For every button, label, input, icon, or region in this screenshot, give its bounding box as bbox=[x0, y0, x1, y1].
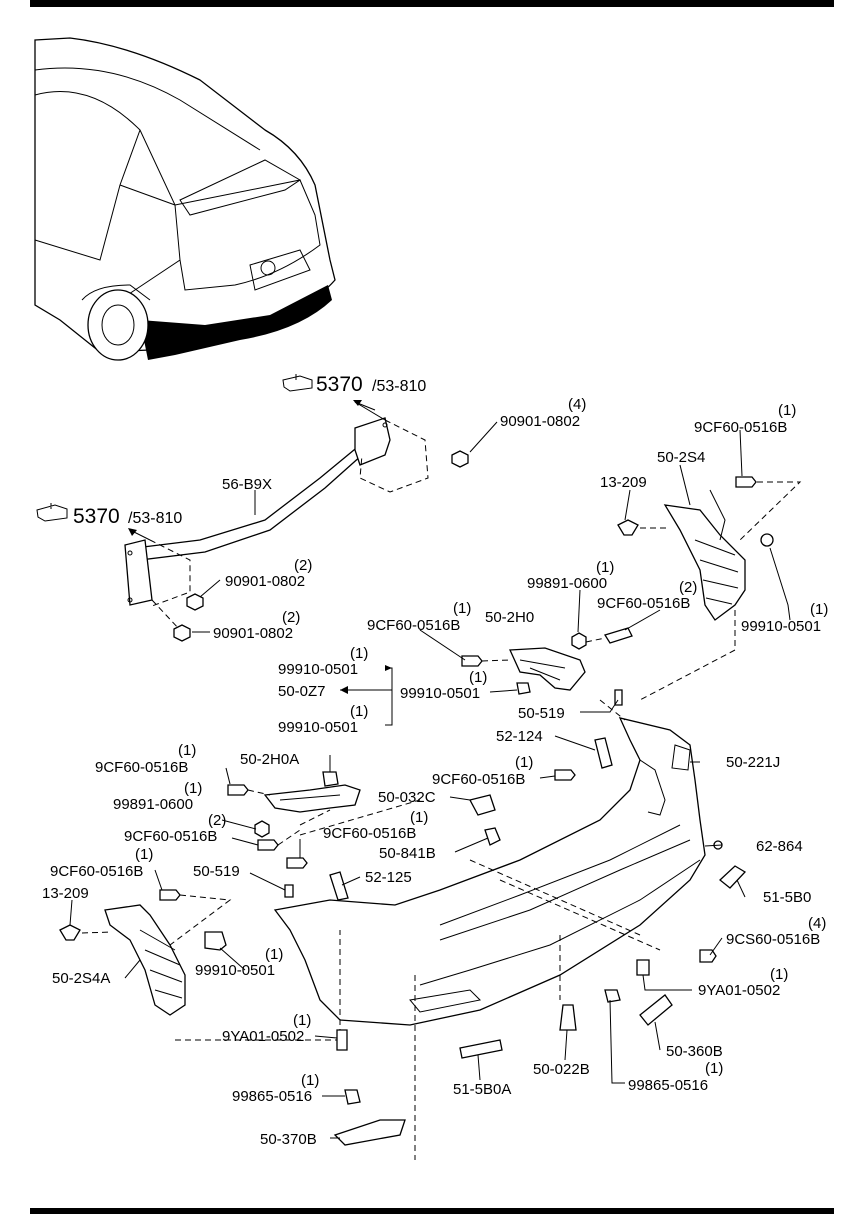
part-qty: (1) bbox=[184, 780, 202, 797]
part-qty: (2) bbox=[679, 579, 697, 596]
nut-90901-0802-low bbox=[173, 624, 191, 642]
part-qty: (1) bbox=[265, 946, 283, 963]
part-label[interactable]: 56-B9X bbox=[222, 476, 272, 493]
part-label[interactable]: 50-360B bbox=[666, 1043, 723, 1060]
part-label[interactable]: 99910-0501 bbox=[278, 719, 358, 736]
part-qty: (1) bbox=[178, 742, 196, 759]
part-qty: (1) bbox=[469, 669, 487, 686]
reference-sub: /53-810 bbox=[128, 510, 182, 527]
reference-main: 5370 bbox=[73, 505, 120, 528]
part-label[interactable]: 51-5B0A bbox=[453, 1081, 511, 1098]
part-label[interactable]: 9CF60-0516B bbox=[124, 828, 217, 845]
part-label[interactable]: 99891-0600 bbox=[113, 796, 193, 813]
part-label[interactable]: 50-841B bbox=[379, 845, 436, 862]
part-qty: (1) bbox=[350, 645, 368, 662]
part-labels: 56-B9X (4) 90901-0802 (2) 90901-0802 (2)… bbox=[42, 396, 828, 1148]
part-label[interactable]: 9CF60-0516B bbox=[367, 617, 460, 634]
part-qty: (1) bbox=[293, 1012, 311, 1029]
part-label[interactable]: 50-2S4 bbox=[657, 449, 705, 466]
pointing-hand-icon bbox=[36, 503, 68, 522]
part-label[interactable]: 50-0Z7 bbox=[278, 683, 326, 700]
vehicle-overview-illustration bbox=[34, 37, 336, 361]
part-label[interactable]: 99910-0501 bbox=[278, 661, 358, 678]
part-label[interactable]: 50-2S4A bbox=[52, 970, 110, 987]
nut-90901-0802-top bbox=[451, 450, 469, 468]
reinforcement-bar bbox=[124, 417, 429, 631]
part-label[interactable]: 52-124 bbox=[496, 728, 543, 745]
part-qty: (1) bbox=[596, 559, 614, 576]
part-label[interactable]: 90901-0802 bbox=[500, 413, 580, 430]
misc-fasteners bbox=[284, 689, 747, 1160]
part-label[interactable]: 9CF60-0516B bbox=[323, 825, 416, 842]
part-label[interactable]: 99865-0516 bbox=[628, 1077, 708, 1094]
reference-marker-2[interactable]: 5370 /53-810 bbox=[36, 503, 182, 528]
center-bracket bbox=[461, 627, 633, 695]
part-label[interactable]: 9CS60-0516B bbox=[726, 931, 820, 948]
part-label[interactable]: 9CF60-0516B bbox=[694, 419, 787, 436]
leader-lines bbox=[69, 401, 791, 1139]
part-label[interactable]: 50-370B bbox=[260, 1131, 317, 1148]
left-bracket bbox=[227, 771, 361, 869]
bumper-cover bbox=[273, 717, 706, 1026]
part-label[interactable]: 50-022B bbox=[533, 1061, 590, 1078]
part-label[interactable]: 50-221J bbox=[726, 754, 780, 771]
part-label[interactable]: 50-2H0 bbox=[485, 609, 534, 626]
part-label[interactable]: 9CF60-0516B bbox=[432, 771, 525, 788]
part-qty: (1) bbox=[810, 601, 828, 618]
part-label[interactable]: 52-125 bbox=[365, 869, 412, 886]
part-qty: (1) bbox=[705, 1060, 723, 1077]
side-bracket-right bbox=[617, 476, 802, 701]
part-label[interactable]: 9CF60-0516B bbox=[95, 759, 188, 776]
part-label[interactable]: 62-864 bbox=[756, 838, 803, 855]
bottom-border-bar bbox=[30, 1208, 834, 1214]
part-qty: (1) bbox=[770, 966, 788, 983]
part-label[interactable]: 99910-0501 bbox=[741, 618, 821, 635]
part-label[interactable]: 9YA01-0502 bbox=[698, 982, 780, 999]
part-qty: (1) bbox=[453, 600, 471, 617]
part-label[interactable]: 90901-0802 bbox=[225, 573, 305, 590]
part-qty: (1) bbox=[515, 754, 533, 771]
part-qty: (1) bbox=[778, 402, 796, 419]
part-label[interactable]: 9CF60-0516B bbox=[50, 863, 143, 880]
part-label[interactable]: 50-2H0A bbox=[240, 751, 299, 768]
part-qty: (1) bbox=[135, 846, 153, 863]
part-label[interactable]: 99891-0600 bbox=[527, 575, 607, 592]
pointing-hand-icon bbox=[282, 374, 313, 392]
reference-main: 5370 bbox=[316, 373, 363, 396]
part-label[interactable]: 99910-0501 bbox=[400, 685, 480, 702]
part-label[interactable]: 50-032C bbox=[378, 789, 436, 806]
rear-bumper-highlight bbox=[140, 285, 332, 360]
part-qty: (1) bbox=[410, 809, 428, 826]
reference-sub: /53-810 bbox=[372, 378, 426, 395]
top-border-bar bbox=[30, 0, 834, 7]
part-qty: (1) bbox=[301, 1072, 319, 1089]
part-qty: (1) bbox=[350, 703, 368, 720]
part-label[interactable]: 13-209 bbox=[600, 474, 647, 491]
part-label[interactable]: 9CF60-0516B bbox=[597, 595, 690, 612]
part-label[interactable]: 90901-0802 bbox=[213, 625, 293, 642]
part-label[interactable]: 9YA01-0502 bbox=[222, 1028, 304, 1045]
part-label[interactable]: 99910-0501 bbox=[195, 962, 275, 979]
part-qty: (4) bbox=[568, 396, 586, 413]
part-label[interactable]: 50-519 bbox=[193, 863, 240, 880]
reference-marker-1[interactable]: 5370 /53-810 bbox=[282, 373, 426, 396]
part-qty: (2) bbox=[282, 609, 300, 626]
part-qty: (2) bbox=[208, 812, 226, 829]
part-label[interactable]: 50-519 bbox=[518, 705, 565, 722]
part-label[interactable]: 99865-0516 bbox=[232, 1088, 312, 1105]
nut-90901-0802-mid bbox=[186, 593, 204, 611]
side-bracket-left bbox=[59, 889, 341, 1041]
part-label[interactable]: 51-5B0 bbox=[763, 889, 811, 906]
part-label[interactable]: 13-209 bbox=[42, 885, 89, 902]
part-qty: (2) bbox=[294, 557, 312, 574]
part-qty: (4) bbox=[808, 915, 826, 932]
